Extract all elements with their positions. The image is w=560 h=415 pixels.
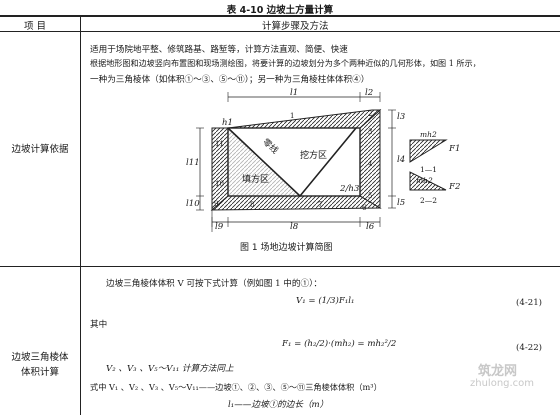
section2-label-line1: 边坡三角棱体 — [11, 352, 69, 363]
label-n2: 2 — [368, 110, 373, 118]
label-n10: 10 — [215, 180, 224, 188]
label-n9: 9 — [214, 200, 219, 208]
label-F2: F2 — [449, 182, 461, 192]
label-l5: l5 — [397, 198, 406, 208]
label-h1: h1 — [222, 118, 234, 128]
section2-intro: 边坡三角棱体体积 V 可按下式计算（例如图 1 中的①）： — [106, 279, 322, 289]
slope-bottom — [210, 195, 382, 211]
formula-v1: V₁ = (1/3)F₁l₁ — [296, 296, 355, 306]
label-n1: 1 — [290, 112, 295, 120]
label-dig: 挖方区 — [300, 151, 328, 161]
figure-caption: 图 1 场地边坡计算简图 — [240, 243, 333, 253]
label-l3: l3 — [397, 112, 406, 122]
label-l9: l9 — [215, 222, 224, 232]
section1-line-2: 根据地形图和边坡竖向布置图和现场测绘图，将要计算的边坡划分为多个两种近似的几何形… — [90, 58, 481, 68]
slope-top — [227, 109, 382, 129]
where-label: 其中 — [90, 320, 108, 330]
top-rule — [0, 15, 560, 17]
header-rule — [0, 31, 560, 32]
label-n8: 8 — [250, 201, 255, 209]
label-fill: 填方区 — [242, 175, 270, 185]
formula-f1: F₁ = (h₂/2)·(mh₂) = mh₂²/2 — [282, 339, 397, 349]
label-mh2-2: mh2 — [416, 176, 433, 185]
label-l6: l6 — [366, 222, 375, 232]
section1-line-1: 适用于场院地平整、修筑路基、路堑等，计算方法直观、简便、快速 — [90, 45, 348, 55]
header-item: 项 目 — [24, 21, 47, 32]
section1-line-3: 一种为三角棱体（如体积①～③、⑤～⑪）；另一种为三角棱柱体体积④） — [90, 75, 370, 85]
eq-4-21: (4-21) — [516, 298, 543, 308]
section2-line-formula: 式中 V₁ 、V₂ 、V₃ 、V₅～V₁₁——边坡①、②、③、⑤～⑪三角棱体体积… — [90, 382, 382, 392]
label-l2: l2 — [365, 88, 374, 98]
header-method: 计算步骤及方法 — [262, 21, 329, 32]
section1-label: 边坡计算依据 — [11, 144, 69, 155]
watermark-sub: zhulong.com — [470, 378, 535, 389]
section2-label-line2: 体积计算 — [20, 367, 59, 378]
section2-line-v: V₂ 、V₃ 、V₅～V₁₁ 计算方法同上 — [106, 364, 234, 374]
label-l4: l4 — [397, 155, 406, 165]
label-n5: 5 — [368, 192, 373, 200]
section-rule — [0, 266, 560, 267]
label-n6: 6 — [362, 204, 367, 212]
column-divider — [80, 15, 81, 415]
label-n3: 3 — [368, 128, 373, 136]
label-section-2-2: 2—2 — [420, 196, 438, 205]
label-l11: l11 — [186, 158, 200, 168]
label-n4: 4 — [368, 160, 373, 168]
label-l1: l1 — [290, 88, 299, 98]
label-n7: 7 — [318, 201, 323, 209]
label-n11: 11 — [215, 140, 224, 148]
label-h3: 2/h3 — [340, 184, 360, 194]
label-mh2-1: mh2 — [420, 130, 437, 139]
label-l8: l8 — [290, 222, 299, 232]
watermark-main: 筑龙网 — [478, 364, 518, 379]
section2-line-l: l₁——边坡①的边长（m） — [228, 400, 329, 410]
label-section-1-1: 1—1 — [420, 165, 438, 174]
eq-4-22: (4-22) — [516, 343, 543, 353]
label-F1: F1 — [449, 144, 461, 154]
label-l10: l10 — [186, 199, 200, 209]
table-title: 表 4-10 边坡土方量计算 — [226, 5, 334, 16]
